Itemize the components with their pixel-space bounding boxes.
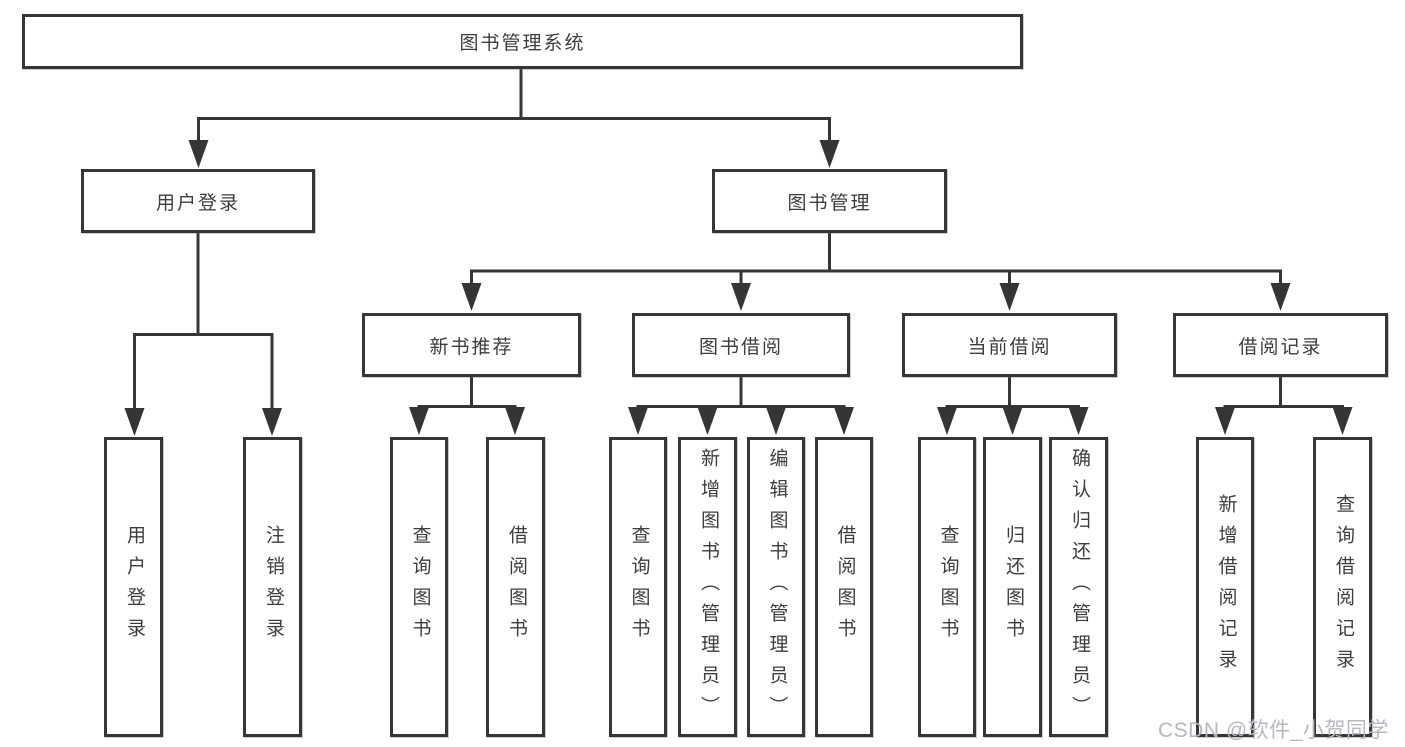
node-logout: 注销登录 — [243, 437, 302, 737]
node-add-book-admin-label: 新增图书（管理员） — [697, 447, 719, 727]
node-borrow-books-borrowing: 借阅图书 — [815, 437, 873, 737]
connector-book-borrow-split — [628, 375, 854, 435]
node-query-books-borrowing-label: 查询图书 — [628, 525, 650, 649]
node-query-borrow-record-label: 查询借阅记录 — [1332, 494, 1354, 680]
node-user-login-leaf-label: 用户登录 — [123, 525, 145, 649]
connector-root-split — [188, 66, 840, 168]
node-logout-label: 注销登录 — [262, 525, 284, 649]
node-edit-book-admin-label: 编辑图书（管理员） — [766, 447, 788, 727]
node-current-borrowing: 当前借阅 — [902, 313, 1117, 377]
node-confirm-return-admin-label: 确认归还（管理员） — [1068, 447, 1090, 727]
node-edit-book-admin: 编辑图书（管理员） — [747, 437, 805, 737]
node-book-management: 图书管理 — [712, 169, 947, 233]
node-book-borrowing: 图书借阅 — [632, 313, 850, 377]
node-add-borrow-record: 新增借阅记录 — [1196, 437, 1254, 737]
node-book-borrowing-label: 图书借阅 — [698, 336, 783, 358]
node-query-books-recommend-label: 查询图书 — [409, 525, 431, 649]
node-return-books-label: 归还图书 — [1002, 525, 1024, 649]
node-query-borrow-record: 查询借阅记录 — [1313, 437, 1372, 737]
connector-current-borrow-split — [937, 375, 1089, 435]
node-borrowing-records-label: 借阅记录 — [1238, 336, 1323, 358]
node-confirm-return-admin: 确认归还（管理员） — [1049, 437, 1108, 737]
node-library-management-system-label: 图书管理系统 — [459, 33, 586, 54]
node-query-books-recommend: 查询图书 — [390, 437, 448, 737]
node-user-login: 用户登录 — [81, 169, 315, 233]
connector-borrow-records-split — [1215, 375, 1353, 435]
node-return-books: 归还图书 — [983, 437, 1042, 737]
csdn-watermark: CSDN @软件_小贺同学 — [1158, 719, 1389, 742]
node-user-login-label: 用户登录 — [155, 192, 240, 214]
node-add-book-admin: 新增图书（管理员） — [678, 437, 737, 737]
node-query-books-current-label: 查询图书 — [937, 525, 959, 649]
node-borrow-books-borrowing-label: 借阅图书 — [834, 525, 856, 649]
node-book-management-label: 图书管理 — [787, 192, 872, 214]
connector-book-management-split — [461, 231, 1291, 311]
node-add-borrow-record-label: 新增借阅记录 — [1215, 494, 1237, 680]
node-current-borrowing-label: 当前借阅 — [967, 336, 1052, 358]
connector-user-login-split — [124, 231, 282, 436]
node-borrow-books-recommend: 借阅图书 — [486, 437, 545, 737]
node-query-books-current: 查询图书 — [918, 437, 976, 737]
node-query-books-borrowing: 查询图书 — [609, 437, 667, 737]
node-borrowing-records: 借阅记录 — [1173, 313, 1388, 377]
node-new-book-recommend-label: 新书推荐 — [429, 336, 514, 358]
node-new-book-recommend: 新书推荐 — [362, 313, 581, 377]
connector-new-book-split — [409, 375, 525, 435]
node-library-management-system: 图书管理系统 — [22, 14, 1023, 69]
node-user-login-leaf: 用户登录 — [104, 437, 163, 737]
node-borrow-books-recommend-label: 借阅图书 — [505, 525, 527, 649]
